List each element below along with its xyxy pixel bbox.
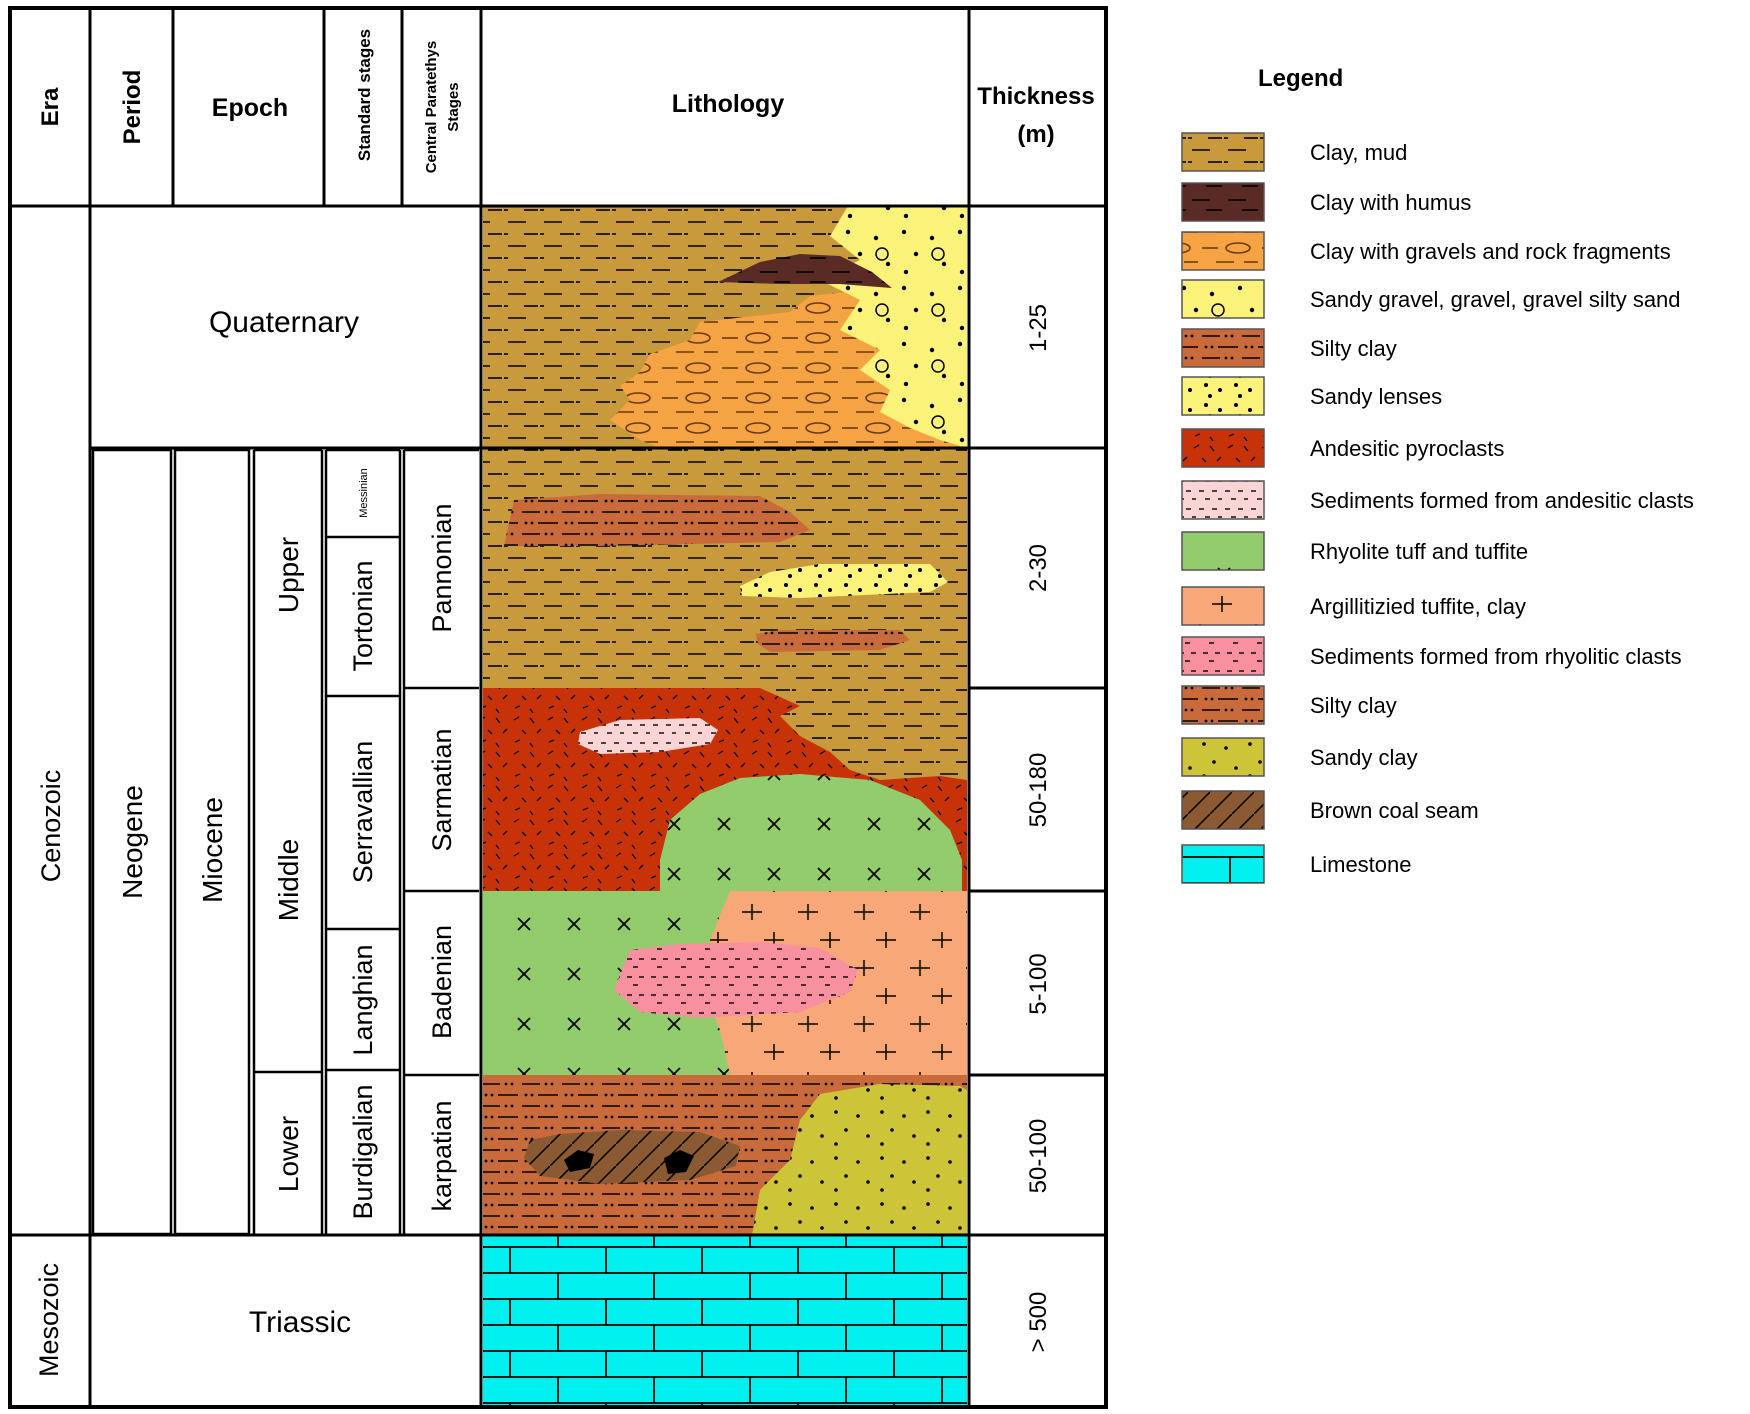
legend-item-clay-humus: Clay with humus [1181, 182, 1471, 222]
pannonian-silty-clay-lens [504, 494, 810, 546]
triassic-limestone-layer [483, 1235, 967, 1407]
legend-item-silty-clay: Silty clay [1181, 328, 1397, 368]
legend-swatch-sandy-lenses [1181, 376, 1265, 416]
legend-label: Limestone [1310, 852, 1412, 877]
legend-label: Silty clay [1310, 336, 1397, 361]
header-thickness-line1: Thickness [977, 83, 1094, 110]
legend-label: Silty clay [1310, 693, 1397, 718]
period-quaternary: Quaternary [209, 306, 359, 339]
legend-label: Sandy gravel, gravel, gravel silty sand [1310, 287, 1681, 312]
header-epoch: Epoch [212, 94, 288, 122]
period-neogene: Neogene [117, 785, 148, 899]
header-era: Era [37, 87, 64, 126]
legend-item-rhyolitic-sed: Sediments formed from rhyolitic clasts [1181, 636, 1682, 676]
legend-label: Brown coal seam [1310, 798, 1479, 823]
legend-label: Sandy clay [1310, 745, 1418, 770]
legend-swatch-argillitized [1181, 586, 1265, 626]
thickness-badenian: 5-100 [1025, 953, 1052, 1014]
epoch-miocene: Miocene [197, 797, 228, 903]
table-grid [8, 6, 1108, 1409]
legend-item-sandy-clay: Sandy clay [1181, 737, 1418, 777]
karpatian-coal-chunk-1 [564, 1150, 594, 1172]
header-paratethys-stages-line1: Central Paratethys [423, 41, 440, 174]
legend-label: Argillitizied tuffite, clay [1310, 594, 1526, 619]
pannonian-silty-clay-small-lens [756, 630, 910, 652]
legend-swatch-andesitic [1181, 428, 1265, 468]
badenian-rhyolitic-sed-lens [614, 942, 858, 1018]
legend-swatch-coal [1181, 790, 1265, 830]
legend-label: Rhyolite tuff and tuffite [1310, 539, 1528, 564]
legend-item-silty-clay: Silty clay [1181, 685, 1397, 725]
paratethys-badenian: Badenian [427, 925, 457, 1039]
legend-label: Sediments formed from rhyolitic clasts [1310, 644, 1682, 669]
legend-swatch-silty-clay [1181, 328, 1265, 368]
legend-swatch-limestone [1181, 844, 1265, 884]
legend-item-clay-mud: Clay, mud [1181, 132, 1407, 172]
legend-item-andesitic-sed: Sediments formed from andesitic clasts [1181, 480, 1694, 520]
legend-label: Clay with humus [1310, 190, 1471, 215]
legend-swatch-silty-clay [1181, 685, 1265, 725]
header-paratethys-stages-line2: Stages [445, 82, 462, 131]
legend-swatch-clay-humus [1181, 182, 1265, 222]
pannonian-sandy-lens [740, 564, 948, 598]
lithology-column [483, 206, 967, 1407]
sarmatian-clay-mud-wedge [760, 688, 967, 780]
legend-swatch-clay-gravel [1181, 231, 1265, 271]
legend-item-sandy-gravel: Sandy gravel, gravel, gravel silty sand [1181, 279, 1681, 319]
thickness-quaternary: 1-25 [1025, 304, 1052, 352]
thickness-sarmatian: 50-180 [1025, 753, 1052, 828]
era-cenozoic: Cenozoic [36, 770, 66, 883]
paratethys-karpatian: karpatian [427, 1100, 457, 1211]
legend-title: Legend [1258, 65, 1343, 92]
sub-epoch-upper: Upper [273, 537, 304, 613]
legend-label: Sediments formed from andesitic clasts [1310, 488, 1694, 513]
header-standard-stages: Standard stages [355, 29, 374, 161]
legend-swatch-rhyolitic-sed [1181, 636, 1265, 676]
legend-item-argillitized: Argillitizied tuffite, clay [1181, 586, 1526, 626]
legend-swatch-andesitic-sed [1181, 480, 1265, 520]
table-body-labels: Cenozoic Mesozoic Quaternary Neogene Tri… [34, 304, 1052, 1377]
legend-item-limestone: Limestone [1181, 844, 1412, 884]
sub-epoch-lower: Lower [273, 1116, 304, 1192]
legend-label: Andesitic pyroclasts [1310, 436, 1504, 461]
sarmatian-andesitic-sed-lens [578, 718, 718, 754]
legend-label: Clay with gravels and rock fragments [1310, 239, 1671, 264]
karpatian-coal-chunk-2 [664, 1150, 694, 1174]
thickness-karpatian: 50-100 [1025, 1119, 1052, 1194]
thickness-pannonian: 2-30 [1025, 544, 1052, 592]
sarmatian-rhyolite-dome [660, 774, 962, 891]
stage-tortonian: Tortonian [348, 560, 378, 671]
legend-swatch-sandy-gravel [1181, 279, 1265, 319]
stage-langhian: Langhian [348, 944, 378, 1055]
header-lithology: Lithology [672, 90, 785, 118]
era-mesozoic: Mesozoic [34, 1263, 64, 1377]
legend-item-andesitic: Andesitic pyroclasts [1181, 428, 1504, 468]
legend-item-rhyolite: Rhyolite tuff and tuffite [1181, 531, 1528, 571]
table-header: Era Period Epoch Standard stages Central… [37, 29, 1095, 173]
stage-serravallian: Serravallian [348, 741, 378, 884]
period-triassic: Triassic [249, 1306, 351, 1339]
sub-epoch-middle: Middle [273, 839, 304, 921]
legend-item-sandy-lenses: Sandy lenses [1181, 376, 1442, 416]
paratethys-sarmatian: Sarmatian [427, 728, 457, 851]
header-thickness-line2: (m) [1017, 121, 1054, 148]
quaternary-clay-humus-lens [718, 254, 892, 288]
stage-burdigalian: Burdigalian [348, 1084, 378, 1219]
header-period: Period [119, 70, 146, 145]
legend-label: Clay, mud [1310, 140, 1407, 165]
legend-swatch-rhyolite [1181, 531, 1265, 571]
stage-messinian: Messinian [358, 468, 370, 518]
legend-swatch-sandy-clay [1181, 737, 1265, 777]
legend-swatch-clay-mud [1181, 132, 1265, 172]
karpatian-sandy-clay-wedge [752, 1084, 967, 1235]
paratethys-pannonian: Pannonian [427, 503, 457, 632]
thickness-triassic: > 500 [1025, 1292, 1052, 1353]
legend-label: Sandy lenses [1310, 384, 1442, 409]
legend-item-coal: Brown coal seam [1181, 790, 1479, 830]
legend-item-clay-gravel: Clay with gravels and rock fragments [1181, 231, 1671, 271]
